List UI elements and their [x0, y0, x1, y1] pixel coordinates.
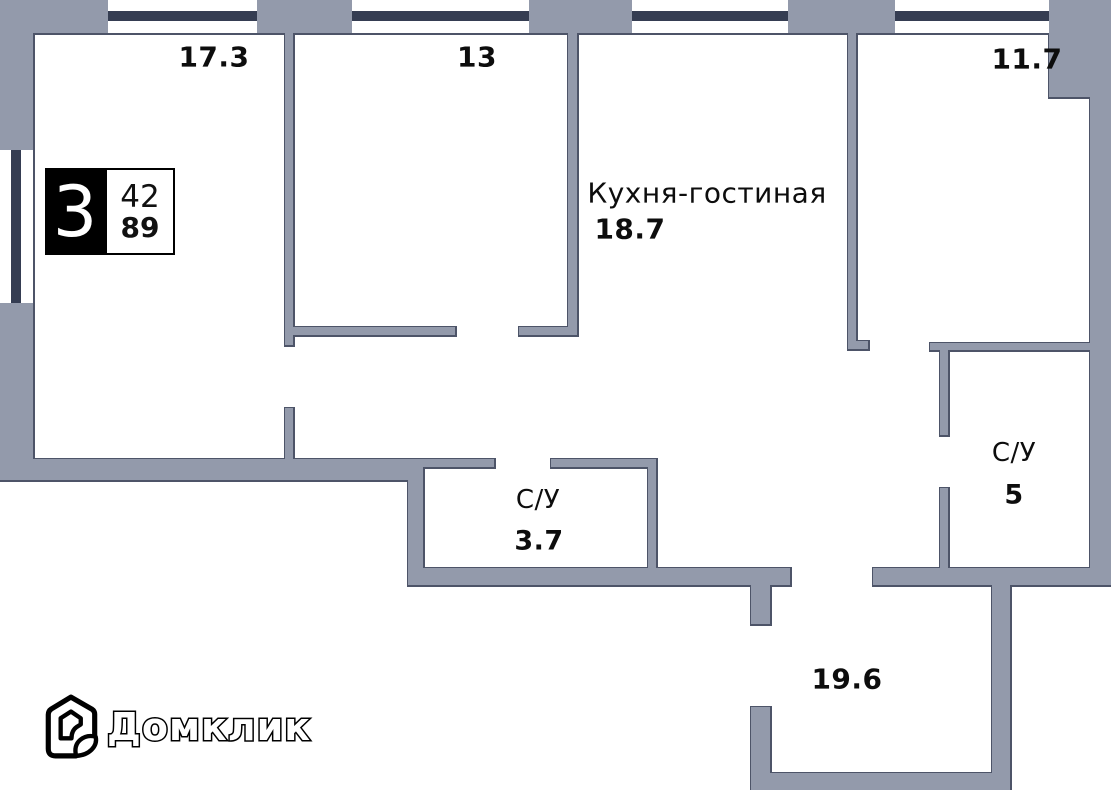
room-17-area-label: 17.3 [178, 40, 250, 74]
wall-segment [529, 0, 632, 33]
wall-segment [992, 585, 1010, 790]
wall-segment [568, 33, 577, 335]
wall-segment [423, 459, 494, 467]
wall-segment [257, 0, 352, 33]
bathroom2-name-label: С/У [991, 438, 1037, 468]
room-13-area-label: 13 [457, 40, 497, 74]
wall-segment [940, 350, 948, 435]
wall-segment [848, 341, 868, 349]
wall-segment [0, 303, 33, 480]
wall-segment [408, 459, 423, 585]
window-glass [11, 150, 21, 303]
window-glass [108, 11, 257, 21]
wall-segment [285, 33, 293, 345]
apartment-badge: 3 42 89 [45, 168, 175, 255]
room-11-area-label: 11.7 [991, 42, 1063, 76]
window-glass [632, 11, 788, 21]
badge-value-bottom: 89 [120, 211, 160, 245]
wall-segment [551, 459, 656, 467]
wall-segment [293, 327, 455, 335]
wall-segment [788, 0, 895, 33]
wall-segment [648, 459, 656, 568]
wall-segment [751, 773, 1010, 790]
badge-values: 42 89 [105, 168, 175, 255]
wall-segment [1090, 97, 1111, 585]
wall-segment [930, 343, 1090, 350]
wall-segment [408, 568, 790, 585]
domclick-logo-text: Домклик [105, 704, 312, 751]
window-glass [352, 11, 529, 21]
wall-segment [848, 33, 856, 341]
domclick-logo: Домклик [44, 694, 312, 760]
wall-segment [1049, 0, 1111, 97]
wall-segment [285, 408, 293, 459]
hallway-area-label: 19.6 [811, 662, 883, 696]
badge-value-top: 42 [120, 178, 160, 215]
bathroom1-area-label: 3.7 [514, 525, 564, 557]
wall-segment [940, 488, 948, 568]
kitchen-name-label: Кухня-гостиная [587, 176, 827, 210]
wall-segment [751, 585, 770, 624]
wall-segment [0, 0, 33, 150]
rooms-count-badge: 3 [45, 168, 105, 255]
kitchen-area-label: 18.7 [594, 212, 666, 246]
wall-segment [873, 568, 1111, 585]
window-glass [895, 11, 1049, 21]
bathroom2-area-label: 5 [1004, 479, 1024, 511]
wall-segment [0, 459, 423, 480]
wall-segment [751, 707, 770, 773]
bathroom1-name-label: С/У [515, 485, 561, 515]
domclick-house-icon [45, 694, 99, 759]
wall-segment [519, 327, 577, 335]
